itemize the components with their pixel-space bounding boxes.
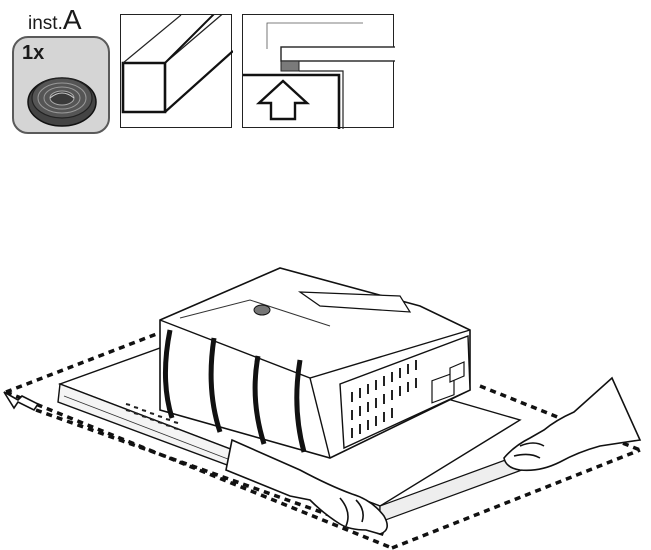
quantity-label: 1x — [22, 42, 45, 64]
push-up-arrow-icon — [243, 22, 398, 129]
hands-icon — [225, 376, 642, 535]
kit-item-tile: 1x — [12, 36, 110, 134]
direction-arrow-icon — [3, 391, 40, 412]
appliance-upside-down-icon — [57, 267, 561, 524]
tape-on-edge-icon — [121, 0, 234, 114]
instruction-label: inst.A — [28, 4, 82, 36]
sealing-tape-roll-icon — [27, 77, 97, 127]
step-panel-push-up — [242, 14, 398, 129]
installation-scene — [3, 267, 642, 550]
step-panel-tape-edge — [120, 0, 234, 128]
instruction-letter: A — [62, 4, 82, 35]
instruction-prefix: inst. — [28, 13, 63, 34]
